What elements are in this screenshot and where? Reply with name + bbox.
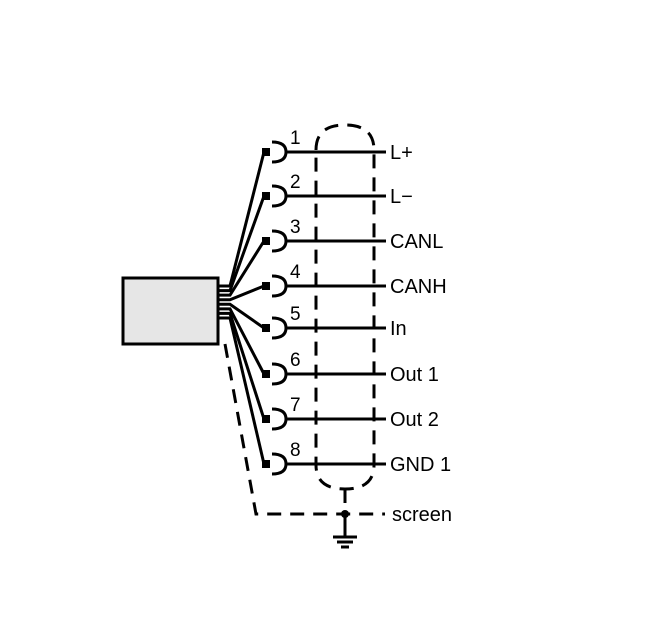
pin-1: 1L+ <box>218 128 413 288</box>
fan-wire <box>218 302 265 330</box>
fan-wire <box>218 151 266 288</box>
fan-wire <box>218 307 266 375</box>
plug-pin-icon <box>262 282 270 290</box>
pin-label: L+ <box>390 142 413 164</box>
fan-wire <box>218 240 266 297</box>
socket-icon <box>271 362 288 386</box>
socket-icon <box>271 274 288 298</box>
pin-2: 2L− <box>218 172 413 293</box>
socket-icon <box>271 184 288 208</box>
plug-pin-icon <box>262 148 270 156</box>
pin-number: 1 <box>290 128 301 149</box>
screen-label: screen <box>392 504 452 526</box>
plug-pin-icon <box>262 370 270 378</box>
fan-wire <box>218 316 266 465</box>
pin-number: 2 <box>290 172 301 193</box>
pin-label: GND 1 <box>390 454 451 476</box>
pin-label: Out 1 <box>390 364 439 386</box>
pin-5: 5In <box>218 302 407 340</box>
plug-pin-icon <box>262 324 270 332</box>
socket-icon <box>271 316 288 340</box>
pin-number: 8 <box>290 440 301 461</box>
socket-icon <box>271 140 288 164</box>
plug-pin-icon <box>262 192 270 200</box>
pin-number: 3 <box>290 217 301 238</box>
socket-icon <box>271 452 288 476</box>
pin-label: Out 2 <box>390 409 439 431</box>
pin-number: 7 <box>290 395 301 416</box>
pin-label: CANH <box>390 276 447 298</box>
fan-wire <box>218 284 265 302</box>
fan-wire <box>218 195 266 293</box>
device-box <box>121 276 220 346</box>
plug-pin-icon <box>262 460 270 468</box>
socket-icon <box>271 407 288 431</box>
pin-number: 4 <box>290 262 301 283</box>
plug-pin-icon <box>262 415 270 423</box>
pin-number: 6 <box>290 350 301 371</box>
plug-pin-icon <box>262 237 270 245</box>
ground-icon <box>333 514 357 549</box>
pin-number: 5 <box>290 304 301 325</box>
fan-wire <box>218 311 266 420</box>
socket-icon <box>271 229 288 253</box>
pin-label: CANL <box>390 231 443 253</box>
pin-label: In <box>390 318 407 340</box>
pin-label: L− <box>390 186 413 208</box>
cable-shield-outline <box>314 123 376 491</box>
